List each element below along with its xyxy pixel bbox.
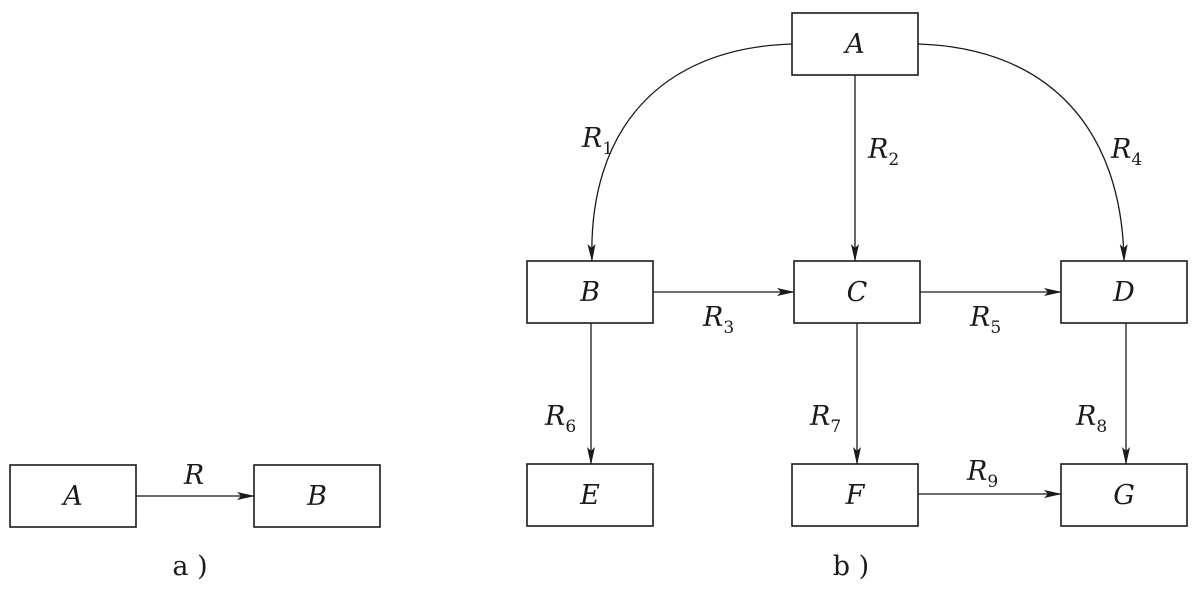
node-c-label: C: [847, 277, 868, 308]
edge-label-r5: R5: [969, 302, 1001, 338]
a-node-b-label: B: [306, 481, 327, 512]
diagram-b: A B C D E F G R1 R2 R4 R3 R5 R6 R7 R8 R9…: [526, 12, 1188, 582]
node-e-label: E: [579, 480, 600, 511]
edge-label-r7: R7: [809, 401, 841, 437]
node-b-label: B: [579, 277, 600, 308]
edge-label-r9: R9: [966, 456, 998, 492]
node-e-box: [526, 463, 654, 527]
edge-label-r3: R3: [702, 302, 734, 338]
node-a-label: A: [842, 29, 865, 60]
node-g-label: G: [1113, 480, 1135, 511]
edge-label-r4: R4: [1110, 134, 1142, 170]
node-f-label: F: [845, 480, 866, 511]
edge-label-r1: R1: [581, 123, 613, 159]
edge-label-r8: R8: [1075, 401, 1107, 437]
edge-a-to-d: [917, 43, 1128, 262]
caption-a: a ): [172, 551, 207, 582]
a-node-a-box: [9, 464, 137, 528]
node-d-label: D: [1112, 277, 1135, 308]
diagram-a: A B R a ): [9, 460, 381, 582]
node-d-box: [1060, 260, 1188, 324]
edge-label-r2: R2: [867, 134, 899, 170]
a-edge-label-r: R: [183, 460, 204, 491]
caption-b: b ): [833, 551, 869, 582]
a-node-a-label: A: [60, 481, 83, 512]
edge-label-r6: R6: [544, 401, 576, 437]
edge-a-to-b: [587, 43, 793, 262]
node-f-box: [791, 463, 919, 527]
a-node-b-box: [253, 464, 381, 528]
